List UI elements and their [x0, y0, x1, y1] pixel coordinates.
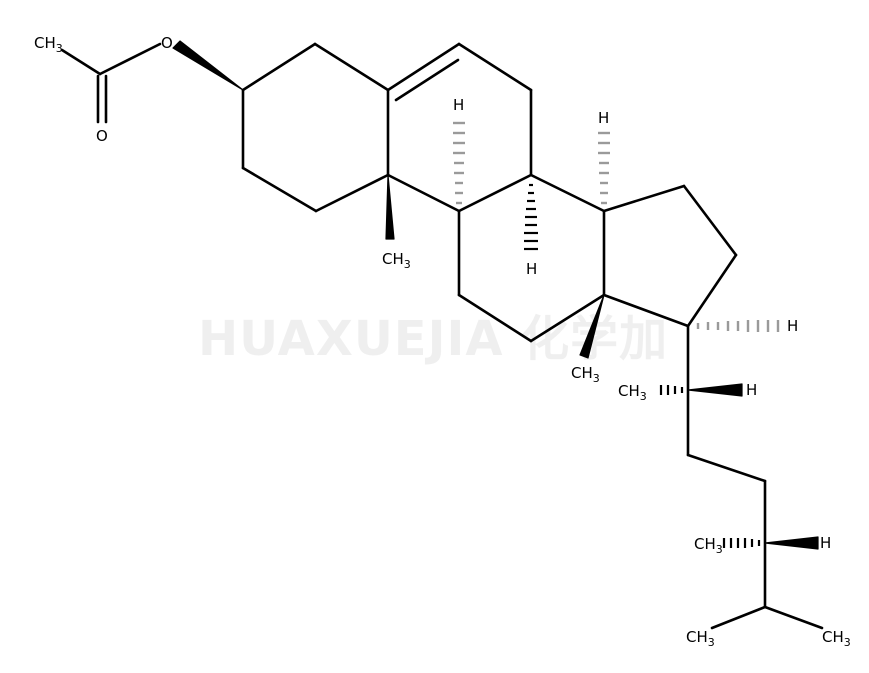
wedge-bond-o-c3	[172, 40, 244, 91]
label-o-ester: O	[161, 34, 173, 52]
side-chain	[686, 324, 824, 630]
label-h-c8: H	[526, 260, 537, 278]
label-ch3-acetyl: CH3	[34, 34, 63, 55]
label-o-carbonyl: O	[96, 127, 108, 145]
hash-bond-c17-h	[696, 320, 780, 332]
label-h-c17: H	[787, 317, 798, 335]
ring-a	[241, 42, 390, 213]
wedge-bond-c13-methyl	[579, 294, 605, 359]
acetate-group	[60, 40, 244, 124]
hash-bond-c14-h	[598, 131, 610, 205]
ring-b	[386, 42, 533, 213]
stereo-bonds	[385, 121, 819, 550]
label-ch3-terminal-right: CH3	[822, 628, 851, 649]
label-h-c24: H	[820, 534, 831, 552]
label-ch3-c24: CH3	[694, 535, 723, 556]
wedge-bond-c24-h	[764, 536, 819, 550]
label-ch3-c20: CH3	[618, 382, 647, 403]
label-h-c9: H	[453, 96, 464, 114]
hash-bond-c24-methyl	[722, 538, 761, 548]
label-h-c14: H	[598, 109, 609, 127]
atom-labels: CH3 O O CH3 H H H CH3 H CH3 H CH3 H CH3 …	[34, 34, 851, 649]
ring-c	[457, 173, 606, 343]
hash-bond-c8-h	[524, 183, 538, 251]
label-ch3-terminal-left: CH3	[686, 628, 715, 649]
label-ch3-c13: CH3	[571, 364, 600, 385]
label-h-c20: H	[746, 381, 757, 399]
wedge-bond-c10-methyl	[385, 174, 395, 240]
ring-d	[602, 184, 738, 328]
hash-bond-c20-methyl	[659, 385, 684, 395]
hash-bond-c9-h	[453, 121, 465, 205]
label-ch3-c10: CH3	[382, 250, 411, 271]
wedge-bond-c20-h	[687, 383, 743, 397]
